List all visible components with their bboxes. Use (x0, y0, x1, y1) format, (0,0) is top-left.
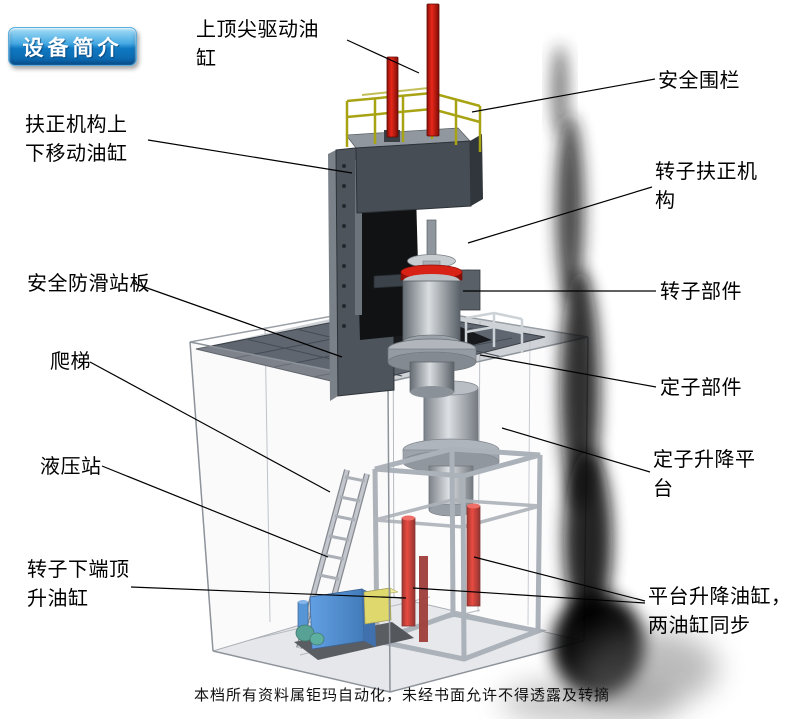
label-hydraulic-station: 液压站 (40, 454, 102, 478)
label-antislip-board: 安全防滑站板 (27, 271, 150, 295)
rotor-assembly-graphic (373, 219, 481, 398)
leader-lines (89, 39, 657, 604)
label-platform-lift-cylinder: 平台升降油缸， 两油缸同步 (648, 584, 792, 637)
label-rotor-part: 转子部件 (660, 279, 742, 303)
platform-lift-cylinders-graphic (401, 503, 481, 642)
label-rotor-bottom-jack-cylinder: 转子下端顶 升油缸 (27, 557, 130, 610)
label-rotor-centering: 转子扶正机 构 (655, 159, 758, 212)
equipment-intro-badge[interactable]: 设备简介 (8, 27, 137, 66)
label-centering-updown-cylinder: 扶正机构上 下移动油缸 (25, 112, 128, 165)
label-ladder: 爬梯 (50, 349, 91, 373)
label-stator-lift-platform: 定子升降平 台 (653, 447, 756, 500)
enclosure-glass-walls (189, 336, 589, 693)
label-safety-fence: 安全围栏 (658, 68, 740, 92)
label-top-tip-cylinder: 上顶尖驱动油 缸 (196, 17, 319, 70)
copyright-footer: 本档所有资料属钜玛自动化，未经书面允许不得透露及转摘 (193, 686, 610, 704)
ink-smudge (500, 45, 718, 719)
interior-equipment (294, 380, 548, 662)
label-stator-part: 定子部件 (660, 375, 742, 399)
top-drive-cylinders-graphic (384, 3, 440, 142)
platform-side-rail-graphic (464, 311, 524, 353)
